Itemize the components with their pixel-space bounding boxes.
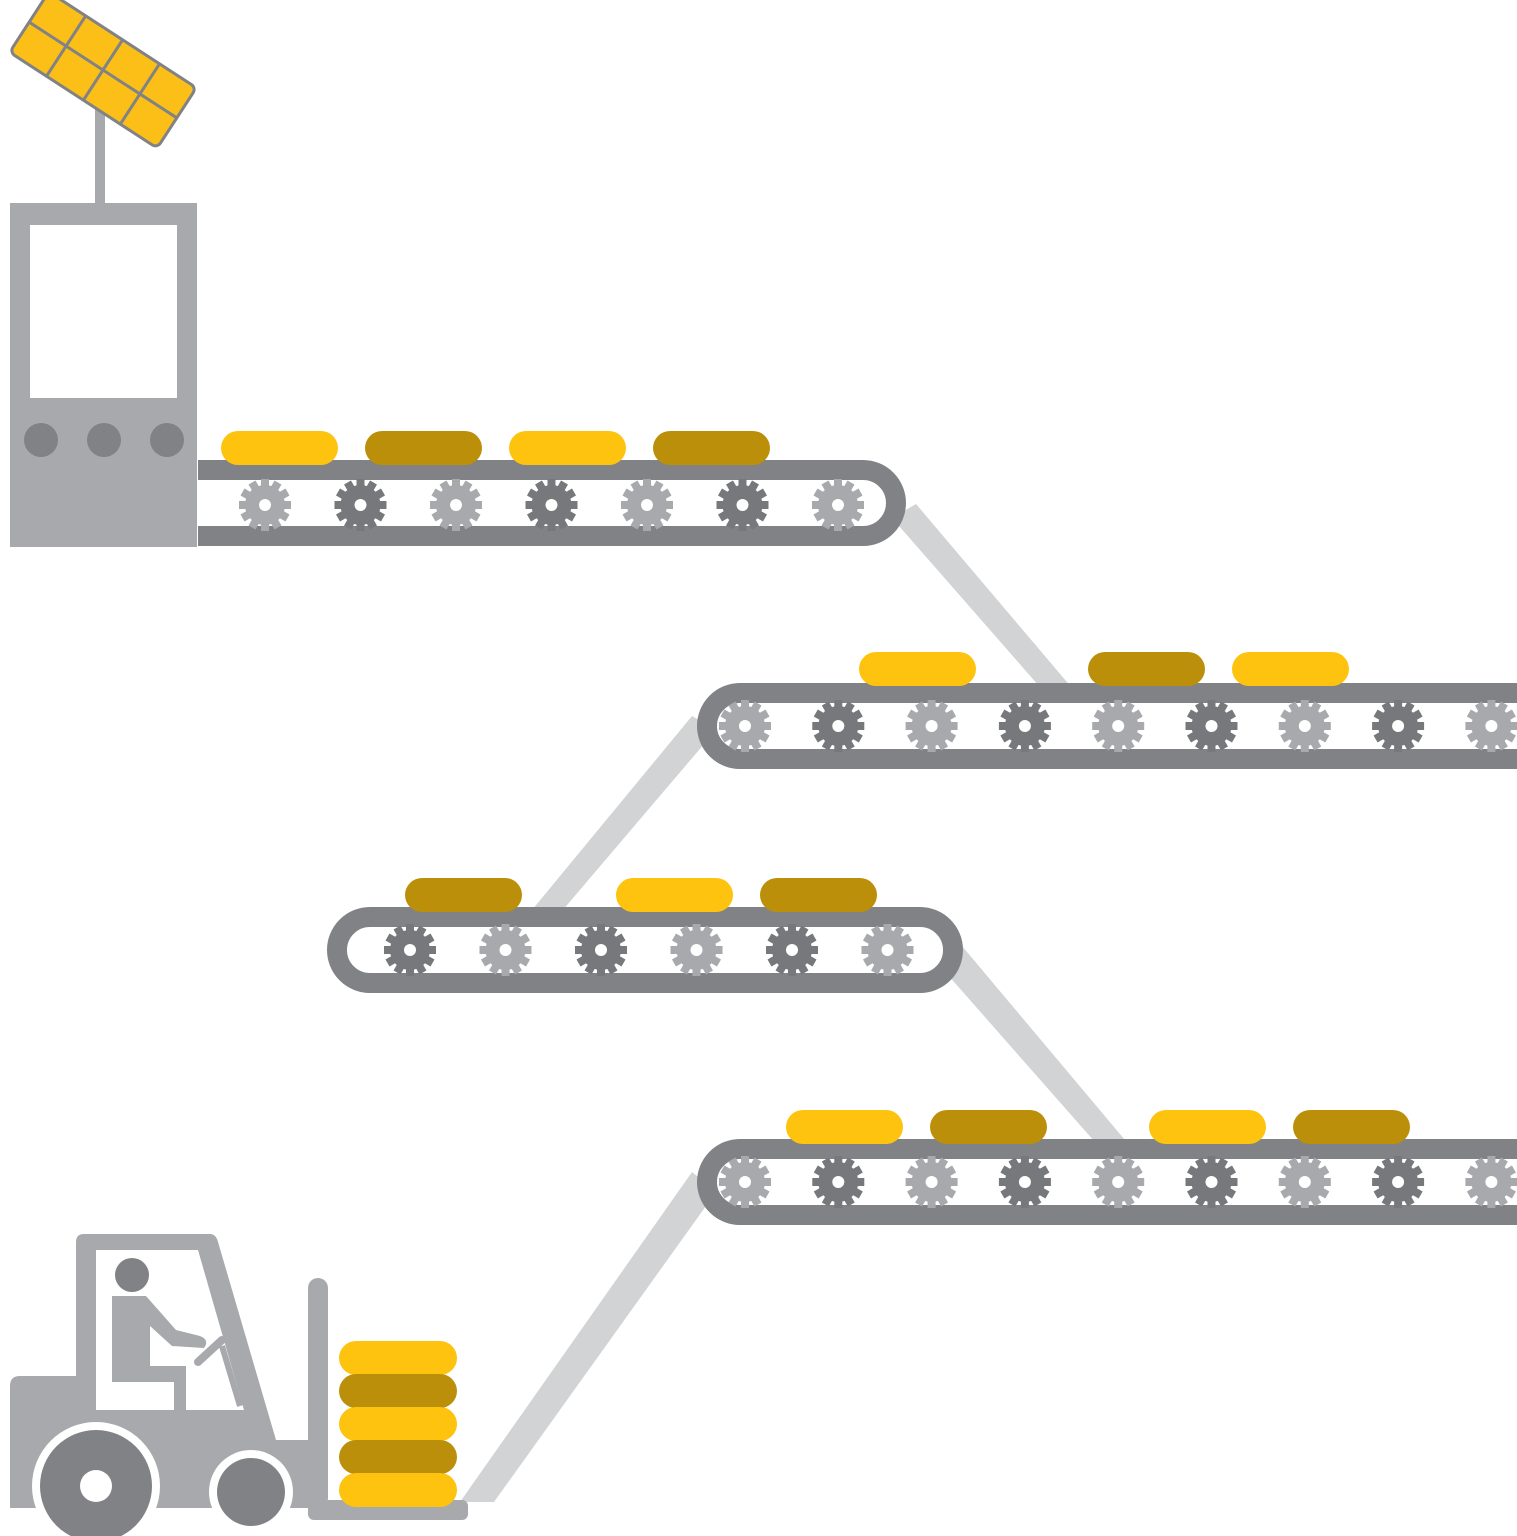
gear-icon [334, 479, 387, 531]
gear-icon [1092, 700, 1145, 752]
connector-1-2 [892, 504, 1072, 694]
gear-icon [1185, 1156, 1238, 1208]
gear-icon [525, 479, 578, 531]
stacked-package [339, 1407, 457, 1441]
package [509, 431, 626, 465]
connector-4-forklift [460, 1172, 716, 1502]
package [786, 1110, 903, 1144]
gear-icon [812, 700, 865, 752]
conveyor-3-belt [327, 907, 963, 993]
gear-icon [1185, 700, 1238, 752]
package [653, 431, 770, 465]
gear-icon [1465, 700, 1517, 752]
gear-icon [905, 1156, 958, 1208]
package [930, 1110, 1047, 1144]
gear-icon [905, 700, 958, 752]
package [221, 431, 338, 465]
forklift-icon [10, 1234, 468, 1536]
package [760, 878, 877, 912]
gear-icon [1278, 700, 1331, 752]
package [616, 878, 733, 912]
connector-belts [460, 504, 1130, 1502]
gear-icon [621, 479, 673, 531]
package [1088, 652, 1205, 686]
factory-machine-icon [10, 0, 197, 547]
solar-panel-icon [10, 0, 196, 148]
gear-icon [430, 479, 482, 531]
gear-icon [998, 700, 1051, 752]
gear-icon [716, 479, 769, 531]
gear-icon [719, 700, 771, 752]
stacked-package [339, 1473, 457, 1507]
gear-icon [719, 1156, 771, 1208]
gear-icon [998, 1156, 1051, 1208]
package [1293, 1110, 1410, 1144]
gear-icon [1278, 1156, 1331, 1208]
forklift-mast [308, 1278, 328, 1508]
stacked-package [339, 1374, 457, 1408]
package [405, 878, 522, 912]
forklift-package-stack [339, 1341, 457, 1507]
gear-icon [812, 1156, 865, 1208]
package [1149, 1110, 1266, 1144]
gear-icon [1372, 700, 1425, 752]
machine-button-2 [87, 423, 121, 457]
package [859, 652, 976, 686]
conveyor-2 [719, 652, 1517, 752]
gear-icon [1092, 1156, 1145, 1208]
connector-2-3 [532, 716, 716, 918]
package [1232, 652, 1349, 686]
conveyor-4-belt [697, 1139, 1517, 1225]
gear-icon [861, 924, 914, 976]
conveyor-2-belt [697, 683, 1517, 769]
person-icon [112, 1258, 243, 1410]
conveyor-3 [384, 878, 914, 976]
package [365, 431, 482, 465]
gear-icon [1465, 1156, 1517, 1208]
machine-button-3 [150, 423, 184, 457]
gear-icon [239, 479, 291, 531]
stacked-package [339, 1341, 457, 1375]
gear-icon [575, 924, 627, 976]
conveyor-4 [719, 1110, 1517, 1208]
gear-icon [1372, 1156, 1425, 1208]
gear-icon [479, 924, 532, 976]
machine-button-1 [24, 423, 58, 457]
stacked-package [339, 1440, 457, 1474]
conveyor-1 [221, 431, 864, 531]
machine-screen [30, 225, 177, 398]
gear-icon [812, 479, 864, 531]
gear-icon [766, 924, 818, 976]
solar-panel-pole [95, 98, 105, 208]
connector-3-4 [940, 946, 1130, 1150]
gear-icon [670, 924, 723, 976]
gear-icon [384, 924, 436, 976]
conveyor-1-belt [198, 460, 906, 546]
